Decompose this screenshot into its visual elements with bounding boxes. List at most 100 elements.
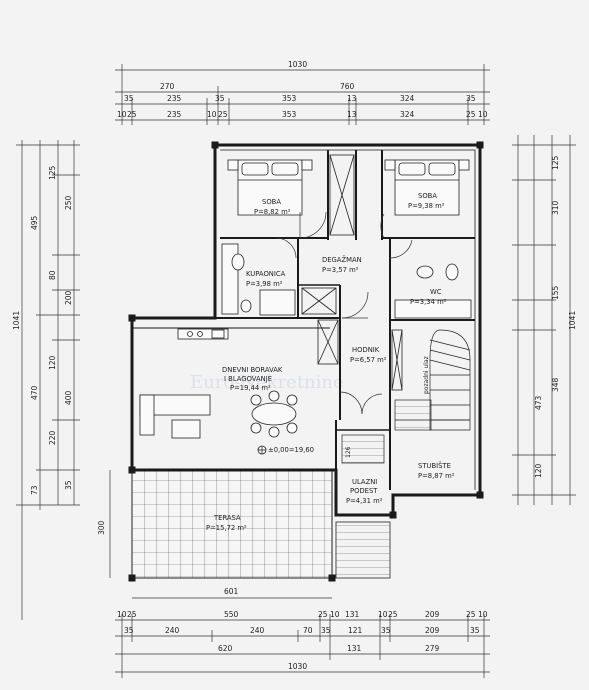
bathroom-fixtures <box>221 243 472 319</box>
room-ulazni-name-2: PODEST <box>350 487 378 495</box>
kitchen-counter <box>177 328 229 340</box>
dim-left-120: 120 <box>48 355 57 370</box>
dim-right-310: 310 <box>551 200 560 215</box>
dim-bottom-r1-a: 10 <box>117 610 127 619</box>
dim-top-r3-g: 35 <box>466 94 476 103</box>
dim-bottom-r2-c: 240 <box>250 626 265 635</box>
room-soba-1-name: SOBA <box>262 198 281 206</box>
dim-top-270: 270 <box>160 82 175 91</box>
room-terasa-area: P=15,72 m² <box>206 524 247 532</box>
dim-left-125: 125 <box>48 165 57 180</box>
dim-bottom-r1-d: 25 <box>318 610 328 619</box>
dim-top-r4-h: 324 <box>400 110 415 119</box>
dim-right-120: 120 <box>534 463 543 478</box>
stair-note: pozadni ulaz <box>423 356 430 394</box>
room-dnevni-area: P=19,44 m² <box>230 384 271 392</box>
dim-bottom-total: 1030 <box>288 662 307 671</box>
dim-top-r4-g: 13 <box>347 110 357 119</box>
door-swings <box>275 211 413 415</box>
room-degazman-area: P=3,57 m² <box>322 266 359 274</box>
dim-terrace-depth: 300 <box>97 520 106 535</box>
room-hodnik-area: P=6,57 m² <box>350 356 387 364</box>
entry-steps <box>341 434 385 464</box>
dim-left-80: 80 <box>48 270 57 280</box>
room-ulazni-name-1: ULAZNI <box>352 478 377 486</box>
dim-left-200: 200 <box>64 290 73 305</box>
dim-bottom-r2-a: 35 <box>124 626 134 635</box>
dim-top-total: 1030 <box>288 60 307 69</box>
room-soba-2-name: SOBA <box>418 192 437 200</box>
dining-table-icon <box>250 390 298 438</box>
room-soba-1-area: P=8,82 m² <box>254 208 291 216</box>
dim-left-total: 1041 <box>12 311 21 330</box>
shafts <box>301 154 403 391</box>
stair-icon <box>394 329 471 431</box>
room-stubiste-name: STUBIŠTE <box>418 461 451 470</box>
dim-bottom-r2-b: 240 <box>165 626 180 635</box>
dim-top-r4-c: 235 <box>167 110 182 119</box>
dim-right-473: 473 <box>534 395 543 410</box>
dimension-bottom <box>115 614 490 678</box>
dim-right-125: 125 <box>551 155 560 170</box>
dim-bottom-r2-h: 209 <box>425 626 440 635</box>
room-ulazni-area: P=4,31 m² <box>346 497 383 505</box>
dim-bottom-r2-e: 35 <box>321 626 331 635</box>
dim-top-r4-i: 25 <box>466 110 476 119</box>
dimension-right <box>512 135 576 505</box>
dim-right-total: 1041 <box>568 311 577 330</box>
dim-bottom-r3-b: 131 <box>347 644 362 653</box>
dim-bottom-r3-a: 620 <box>218 644 233 653</box>
dim-top-r4-j: 10 <box>478 110 488 119</box>
dim-left-250: 250 <box>64 195 73 210</box>
room-soba-2-area: P=9,38 m² <box>408 202 445 210</box>
dim-bottom-r1-b: 25 <box>127 610 137 619</box>
dim-bottom-r1-e: 10 <box>330 610 340 619</box>
walls <box>128 141 484 582</box>
room-dnevni-name-1: DNEVNI BORAVAK <box>222 366 283 374</box>
dim-top-r3-c: 35 <box>215 94 225 103</box>
dimension-top <box>115 64 490 125</box>
room-wc-name: WC <box>430 288 442 296</box>
dim-top-r4-e: 25 <box>218 110 228 119</box>
dim-left-220: 220 <box>48 430 57 445</box>
dim-top-r3-f: 324 <box>400 94 415 103</box>
dim-bottom-r1-j: 25 <box>466 610 476 619</box>
dim-bottom-r2-f: 121 <box>348 626 363 635</box>
dim-left-35: 35 <box>64 480 73 490</box>
dim-top-r4-f: 353 <box>282 110 297 119</box>
dim-left-495: 495 <box>30 215 39 230</box>
dim-terrace-width: 601 <box>224 587 239 596</box>
dim-top-r4-a: 10 <box>117 110 127 119</box>
dim-right-348: 348 <box>551 377 560 392</box>
dimension-left <box>16 140 80 620</box>
sofa-icon <box>139 394 211 439</box>
terrace-floor <box>131 469 333 579</box>
dim-bottom-r1-h: 25 <box>388 610 398 619</box>
dim-bottom-r2-d: 70 <box>303 626 313 635</box>
level-mark: ±0,00=19,60 <box>268 446 314 454</box>
dim-left-470: 470 <box>30 385 39 400</box>
dim-top-760: 760 <box>340 82 355 91</box>
room-degazman-name: DEGAŽMAN <box>322 255 362 264</box>
room-wc-area: P=3,34 m² <box>410 298 447 306</box>
dim-top-r4-d: 10 <box>207 110 217 119</box>
dim-top-r3-e: 13 <box>347 94 357 103</box>
dim-bottom-r1-c: 550 <box>224 610 239 619</box>
dim-entry-width: 126 <box>345 446 352 458</box>
dim-top-r3-a: 35 <box>124 94 134 103</box>
dim-bottom-r1-i: 209 <box>425 610 440 619</box>
bed-icon <box>227 159 313 216</box>
dim-right-155: 155 <box>551 285 560 300</box>
dim-bottom-r1-f: 131 <box>345 610 360 619</box>
dim-left-400: 400 <box>64 390 73 405</box>
dim-bottom-r1-k: 10 <box>478 610 488 619</box>
dim-top-r3-d: 353 <box>282 94 297 103</box>
room-hodnik-name: HODNIK <box>352 346 380 354</box>
watermark-text: Euro-Nekretnine <box>190 372 344 393</box>
dim-bottom-r3-c: 279 <box>425 644 440 653</box>
dim-bottom-r2-g: 35 <box>381 626 391 635</box>
level-marker-icon <box>257 445 267 455</box>
dim-bottom-r2-i: 35 <box>470 626 480 635</box>
bed-icon <box>384 159 470 216</box>
